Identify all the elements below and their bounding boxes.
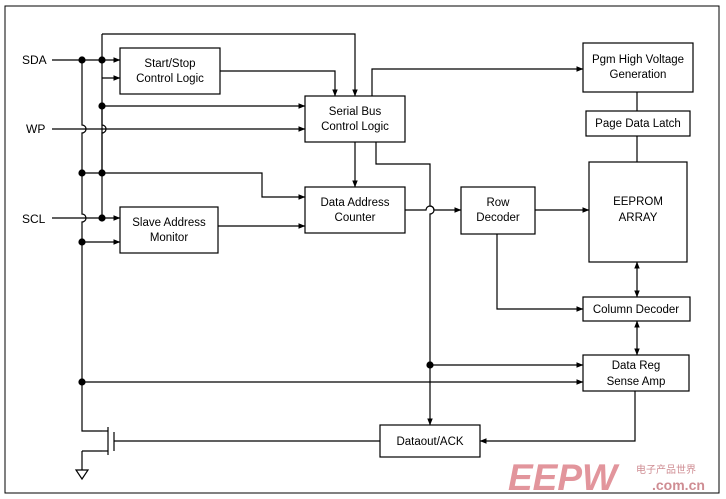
serialbus-to-pgmhv bbox=[371, 66, 584, 96]
svg-text:Generation: Generation bbox=[610, 69, 667, 81]
block-slave-address: Slave Address Monitor bbox=[119, 206, 219, 254]
eepw-watermark: EEPW 电子产品世界 .com.cn bbox=[508, 457, 705, 498]
svg-text:Slave Address: Slave Address bbox=[132, 217, 206, 229]
junction-dot bbox=[426, 361, 434, 369]
junction-dot bbox=[98, 56, 106, 64]
svg-text:Dataout/ACK: Dataout/ACK bbox=[396, 436, 463, 448]
block-dataout-ack: Dataout/ACK bbox=[379, 424, 481, 458]
block-page-data-latch: Page Data Latch bbox=[585, 110, 691, 137]
output-transistor-symbol bbox=[81, 427, 115, 463]
svg-text:Sense Amp: Sense Amp bbox=[607, 376, 666, 388]
watermark-logo: EEPW bbox=[508, 457, 620, 498]
block-pgm-high-voltage: Pgm High Voltage Generation bbox=[582, 42, 694, 93]
junction-dot bbox=[78, 378, 86, 386]
svg-text:Column Decoder: Column Decoder bbox=[593, 304, 679, 316]
ground-icon bbox=[74, 469, 90, 481]
svg-text:Control Logic: Control Logic bbox=[136, 73, 204, 85]
svg-text:Decoder: Decoder bbox=[476, 212, 520, 224]
svg-text:Counter: Counter bbox=[335, 212, 376, 224]
block-serial-bus: Serial Bus Control Logic bbox=[304, 95, 406, 143]
datareg-to-dataout bbox=[479, 391, 636, 444]
watermark-tagline: 电子产品世界 bbox=[636, 463, 696, 476]
pin-label-scl: SCL bbox=[22, 212, 46, 226]
block-data-reg: Data Reg Sense Amp bbox=[582, 354, 690, 392]
svg-text:Data Reg: Data Reg bbox=[612, 360, 661, 372]
svg-text:Start/Stop: Start/Stop bbox=[144, 58, 195, 70]
svg-text:Data Address: Data Address bbox=[320, 197, 389, 209]
junction-dot bbox=[98, 214, 106, 222]
startstop-to-serialbus bbox=[220, 70, 338, 97]
junction-dot bbox=[78, 169, 86, 177]
outer-frame bbox=[4, 5, 720, 494]
svg-text:Serial Bus: Serial Bus bbox=[329, 106, 382, 118]
block-column-decoder: Column Decoder bbox=[582, 296, 691, 322]
svg-text:Monitor: Monitor bbox=[150, 232, 189, 244]
block-data-address: Data Address Counter bbox=[304, 186, 406, 234]
block-row-decoder: Row Decoder bbox=[460, 186, 536, 235]
pin-label-wp: WP bbox=[26, 122, 45, 136]
block-eeprom-array: EEPROM ARRAY bbox=[588, 161, 688, 263]
svg-text:EEPROM: EEPROM bbox=[613, 196, 663, 208]
watermark-url: .com.cn bbox=[652, 477, 705, 493]
svg-text:ARRAY: ARRAY bbox=[619, 212, 658, 224]
junction-dot bbox=[78, 238, 86, 246]
svg-text:Control Logic: Control Logic bbox=[321, 121, 389, 133]
dataaddr-to-rowdec bbox=[405, 205, 462, 213]
block-start-stop: Start/Stop Control Logic bbox=[119, 47, 221, 95]
junction-dot bbox=[98, 169, 106, 177]
sda-to-dataaddr bbox=[82, 172, 306, 200]
junction-dot bbox=[78, 56, 86, 64]
sda-top-loop bbox=[102, 33, 358, 97]
svg-text:Row: Row bbox=[486, 197, 510, 209]
svg-text:Page Data Latch: Page Data Latch bbox=[595, 118, 681, 130]
rowdec-to-coldec bbox=[496, 234, 584, 312]
svg-text:Pgm High Voltage: Pgm High Voltage bbox=[592, 54, 684, 66]
junction-dot bbox=[98, 102, 106, 110]
pin-label-sda: SDA bbox=[22, 53, 47, 67]
sda-main-bus bbox=[81, 60, 102, 432]
